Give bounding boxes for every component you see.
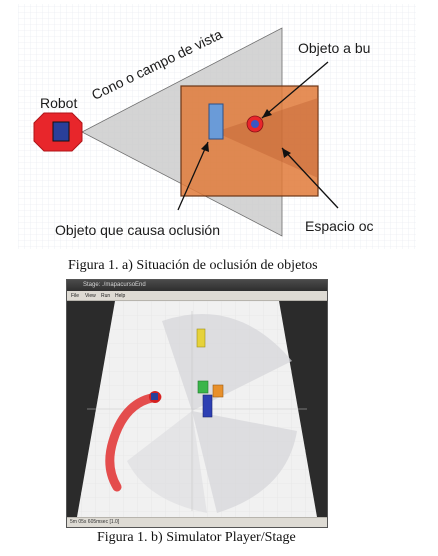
simulator-window: Stage: ./mapacursoEnd File View Run Help bbox=[66, 279, 328, 528]
target-label: Objeto a bu bbox=[298, 40, 371, 56]
arrow-space bbox=[281, 147, 339, 209]
object-orange bbox=[212, 384, 224, 398]
simulator-title-bar: Stage: ./mapacursoEnd bbox=[67, 280, 327, 291]
occluded-space-label: Espacio oc bbox=[305, 218, 374, 234]
robot-core bbox=[52, 121, 70, 142]
simulator-title: Stage: ./mapacursoEnd bbox=[83, 282, 146, 288]
object-blue bbox=[202, 394, 213, 418]
figure-b-caption: Figura 1. b) Simulator Player/Stage bbox=[97, 530, 296, 545]
figure-a-caption: Figura 1. a) Situación de oclusión de ob… bbox=[68, 258, 318, 273]
arrow-target bbox=[261, 61, 329, 119]
menu-help[interactable]: Help bbox=[115, 293, 126, 299]
robot-trail bbox=[105, 392, 162, 492]
occlusion-diagram bbox=[18, 4, 416, 249]
arrow-occluder bbox=[177, 141, 209, 211]
robot-label: Robot bbox=[40, 95, 78, 111]
simulator-status-bar: 5m 05s 605msec [1.0] bbox=[67, 517, 327, 527]
simulator-menu-bar: File View Run Help bbox=[67, 291, 327, 301]
simulator-clock: 5m 05s 605msec [1.0] bbox=[70, 519, 120, 525]
sensor-range bbox=[162, 314, 292, 411]
object-green bbox=[197, 380, 209, 394]
object-yellow bbox=[196, 328, 206, 348]
target-object-core bbox=[251, 120, 259, 128]
menu-view[interactable]: View bbox=[85, 293, 96, 299]
occluding-object bbox=[208, 103, 224, 140]
simulator-viewport bbox=[67, 301, 327, 517]
search-area bbox=[180, 85, 319, 197]
occluder-label: Objeto que causa oclusión bbox=[55, 222, 220, 238]
menu-run[interactable]: Run bbox=[101, 293, 111, 299]
occluded-space bbox=[215, 98, 318, 178]
menu-file[interactable]: File bbox=[71, 293, 80, 299]
